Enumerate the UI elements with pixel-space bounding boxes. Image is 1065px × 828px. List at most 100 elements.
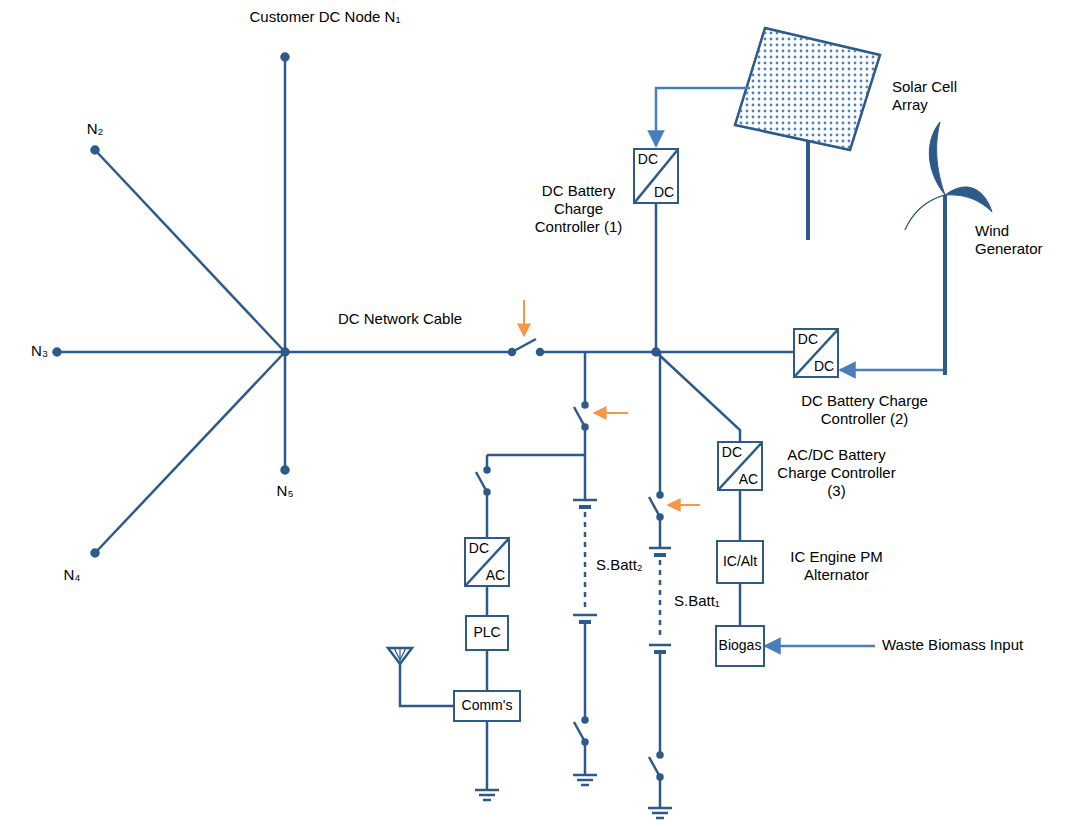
alternator-box: IC/AltIC Engine PM Alternator — [716, 540, 764, 584]
battery-two-branch-part — [577, 779, 593, 782]
battery-one-branch-part — [659, 777, 662, 808]
battery-label: S.Batt₂ — [596, 556, 648, 574]
box-text: DC — [654, 185, 674, 200]
converter-box: DCACAC/DC Battery Charge Controller (3) — [717, 441, 763, 491]
node-label: Customer DC Node N₁ — [215, 8, 435, 26]
cable-label: DC Network Cable — [330, 310, 470, 328]
input-arrows-part — [656, 88, 750, 146]
device-caption: DC Battery Charge Controller (1) — [528, 182, 630, 236]
main-switch-part — [512, 339, 536, 352]
battery-two-branch-part — [487, 454, 585, 457]
star-network-part — [54, 349, 61, 356]
battery-one-branch-part — [656, 817, 664, 820]
battery-two-branch-part — [584, 512, 587, 610]
comms-branch-part — [486, 722, 489, 790]
connector-line — [486, 587, 489, 615]
comms-branch-part — [388, 648, 412, 664]
battery-two-branch-part — [581, 784, 589, 787]
battery-two-branch-part — [584, 352, 587, 405]
battery-one-branch-part — [654, 553, 666, 557]
device-caption: IC Engine PM Alternator — [772, 548, 902, 584]
box-text: AC — [486, 568, 505, 583]
battery-one-branch-part — [652, 812, 668, 815]
box-text: Comm's — [455, 698, 519, 713]
box-text: AC — [739, 472, 758, 487]
source-label: Wind Generator — [975, 222, 1060, 258]
connector-line — [739, 584, 742, 625]
dc-bus — [540, 204, 794, 441]
converter-box: DCAC — [464, 537, 510, 587]
star-network-part — [95, 352, 285, 553]
solar-array-part — [735, 28, 880, 150]
converter-box: DCDCDC Battery Charge Controller (2) — [793, 328, 839, 378]
solar-array — [735, 28, 880, 240]
battery-one-branch — [648, 352, 672, 818]
solar-array-part — [735, 28, 880, 150]
box-text: DC — [814, 359, 834, 374]
input-arrows — [656, 88, 943, 646]
node-label: N₄ — [52, 566, 92, 584]
dc-bus-part — [540, 351, 794, 354]
node-label: N₂ — [75, 120, 115, 138]
star-network-part — [284, 57, 287, 352]
star-network-part — [284, 352, 287, 470]
device-caption: DC Battery Charge Controller (2) — [800, 392, 930, 428]
biogas-box: Biogas — [715, 625, 765, 667]
box-text: Biogas — [717, 638, 763, 653]
wind-generator-part — [905, 195, 945, 230]
input-arrows-part — [840, 369, 943, 372]
connector-line — [739, 491, 742, 540]
box-text: DC — [798, 332, 818, 347]
switch-arrows-part — [523, 300, 525, 336]
source-label: Solar Cell Array — [892, 78, 982, 114]
box-text: DC — [638, 152, 658, 167]
converter-box: DCDCDC Battery Charge Controller (1) — [633, 148, 679, 204]
dc-bus-part — [656, 352, 740, 441]
comms-branch-part — [400, 662, 453, 706]
box-text: IC/Alt — [718, 554, 762, 569]
box-text: PLC — [467, 625, 507, 640]
star-network-part — [95, 150, 285, 352]
star-network-part — [92, 147, 99, 154]
comms-branch-part — [475, 789, 499, 792]
star-network-part — [92, 550, 99, 557]
comms-branch-part — [400, 648, 406, 660]
main-switch — [509, 339, 543, 355]
comms-branch-part — [394, 648, 400, 660]
diagonal-line — [466, 539, 508, 585]
star-network — [54, 54, 513, 557]
node-label: N₃ — [8, 342, 48, 360]
comms-branch-part — [485, 468, 490, 473]
battery-one-branch-part — [648, 807, 672, 810]
battery-two-branch-part — [573, 614, 597, 617]
comms-branch-part — [486, 492, 489, 537]
battery-two-branch-part — [584, 455, 587, 500]
switch-arrows-part — [668, 504, 700, 506]
battery-one-branch-part — [658, 493, 663, 498]
battery-one-branch-part — [659, 652, 662, 755]
plc-box: PLC — [465, 615, 509, 651]
battery-two-branch-part — [573, 774, 597, 777]
wind-generator-part — [929, 122, 945, 195]
battery-one-branch-part — [649, 497, 660, 517]
comms-branch-part — [479, 794, 495, 797]
box-text: DC — [722, 445, 742, 460]
comms-branch-part — [399, 648, 400, 662]
battery-two-branch-part — [584, 622, 587, 720]
solar-array-part — [806, 140, 810, 240]
battery-two-branch-part — [583, 403, 588, 408]
battery-label: S.Batt₁ — [674, 592, 744, 610]
device-caption: AC/DC Battery Charge Controller (3) — [772, 446, 902, 500]
wind-generator-part — [945, 187, 992, 212]
battery-one-branch-part — [659, 517, 662, 548]
battery-two-branch-part — [584, 742, 587, 775]
wind-generator-part — [943, 195, 947, 375]
comms-branch-part — [483, 799, 491, 802]
input-arrows-part — [765, 645, 875, 648]
comms-box: Comm's — [453, 690, 521, 722]
dc-bus-part — [653, 349, 660, 356]
source-label: Waste Biomass Input — [882, 636, 1060, 654]
diagonal-line — [795, 330, 837, 376]
